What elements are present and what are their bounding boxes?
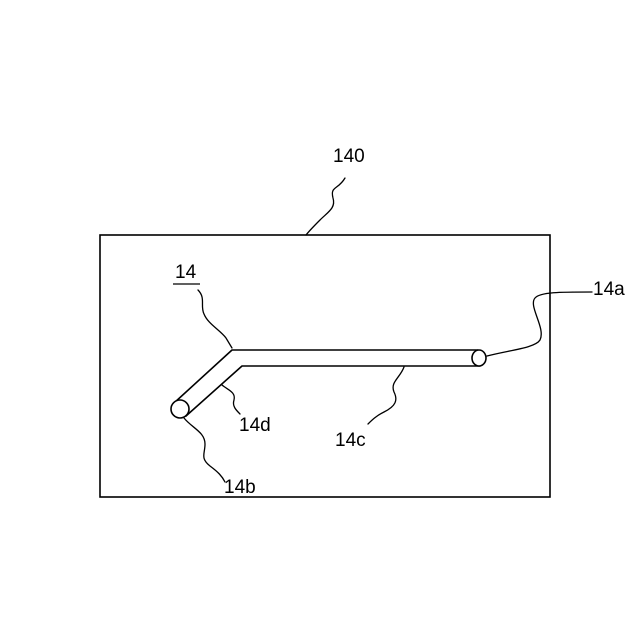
- end-14b-circle: [171, 400, 189, 418]
- leader-14a: [487, 292, 592, 356]
- label-140: 140: [333, 146, 365, 167]
- label-14d: 14d: [239, 415, 271, 436]
- label-14a: 14a: [593, 279, 625, 300]
- leader-14d: [222, 385, 240, 414]
- label-14c: 14c: [335, 430, 366, 451]
- leader-14: [198, 290, 232, 348]
- leader-14c: [368, 367, 404, 424]
- tube-upper-edge: [174, 350, 478, 403]
- label-14: 14: [175, 262, 197, 283]
- end-14a-circle: [472, 350, 486, 366]
- leader-140: [306, 178, 345, 235]
- leader-14b: [184, 418, 225, 482]
- label-14b: 14b: [224, 477, 256, 498]
